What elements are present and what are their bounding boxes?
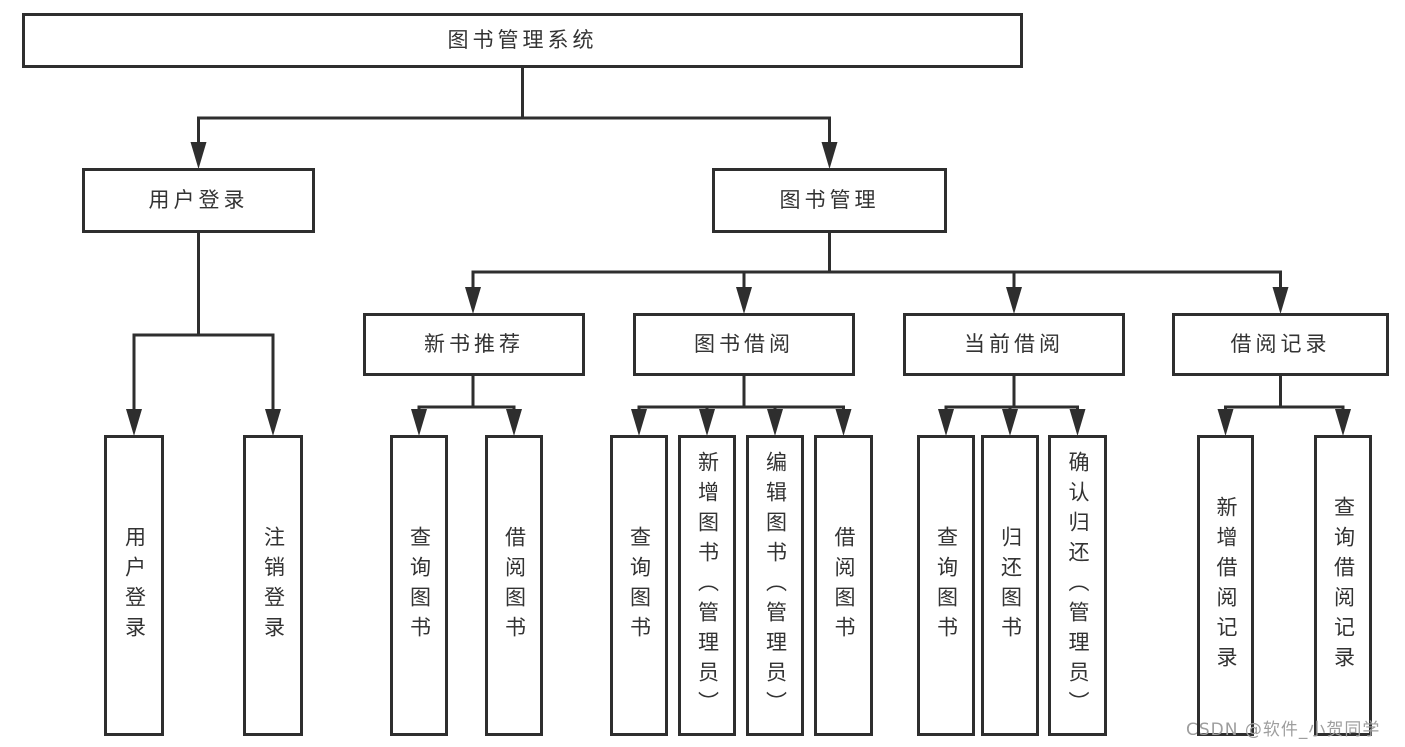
- node-root-label: 图书管理系统: [447, 27, 598, 52]
- connector-book-borrow-children: [637, 376, 845, 411]
- leaf-edit-book-admin: 编辑图书（管理员）: [746, 435, 804, 736]
- leaf-add-borrow-record-label: 新增借阅记录: [1214, 495, 1238, 676]
- csdn-watermark: CSDN @软件_小贺同学: [1186, 720, 1381, 740]
- leaf-logout-label: 注销登录: [261, 525, 286, 646]
- node-borrow-records: 借阅记录: [1172, 313, 1389, 376]
- leaf-borrow-books-label: 借阅图书: [832, 525, 856, 646]
- leaf-confirm-return-admin: 确认归还（管理员）: [1048, 435, 1107, 736]
- leaf-add-book-admin-label: 新增图书（管理员）: [695, 450, 720, 721]
- leaf-add-book-admin: 新增图书（管理员）: [678, 435, 736, 736]
- leaf-query-books-recommend-label: 查询图书: [407, 525, 432, 646]
- leaf-return-book: 归还图书: [981, 435, 1039, 736]
- node-book-borrow-label: 图书借阅: [694, 331, 794, 356]
- leaf-query-books-recommend: 查询图书: [390, 435, 448, 736]
- leaf-user-login-label: 用户登录: [122, 525, 147, 646]
- node-user-login-label: 用户登录: [148, 187, 249, 212]
- connector-book-management-children: [471, 233, 1282, 289]
- leaf-query-books-current: 查询图书: [917, 435, 975, 736]
- leaf-borrow-books-recommend: 借阅图书: [485, 435, 543, 736]
- leaf-return-book-label: 归还图书: [998, 525, 1023, 646]
- connector-root-to-level2: [197, 68, 831, 144]
- leaf-query-books-borrow: 查询图书: [610, 435, 668, 736]
- leaf-edit-book-admin-label: 编辑图书（管理员）: [763, 450, 788, 721]
- node-new-book-recommend: 新书推荐: [363, 313, 585, 376]
- leaf-query-borrow-record-label: 查询借阅记录: [1331, 495, 1356, 676]
- leaf-user-login: 用户登录: [104, 435, 164, 736]
- leaf-borrow-books: 借阅图书: [814, 435, 873, 736]
- node-root: 图书管理系统: [22, 13, 1023, 68]
- arrowheads: [126, 142, 1351, 436]
- leaf-query-books-current-label: 查询图书: [934, 525, 959, 646]
- node-book-management-label: 图书管理: [779, 187, 880, 212]
- node-borrow-records-label: 借阅记录: [1230, 331, 1331, 356]
- connector-new-book-recommend-children: [417, 376, 516, 411]
- connector-borrow-records-children: [1224, 376, 1345, 411]
- node-new-book-recommend-label: 新书推荐: [424, 331, 524, 356]
- node-book-management: 图书管理: [712, 168, 947, 233]
- connector-user-login-children: [132, 233, 275, 411]
- connector-current-borrow-children: [944, 376, 1079, 411]
- leaf-confirm-return-admin-label: 确认归还（管理员）: [1066, 450, 1090, 721]
- leaf-query-books-borrow-label: 查询图书: [627, 525, 652, 646]
- node-book-borrow: 图书借阅: [633, 313, 855, 376]
- node-current-borrow: 当前借阅: [903, 313, 1125, 376]
- node-user-login: 用户登录: [82, 168, 315, 233]
- leaf-query-borrow-record: 查询借阅记录: [1314, 435, 1372, 736]
- leaf-add-borrow-record: 新增借阅记录: [1197, 435, 1254, 736]
- leaf-borrow-books-recommend-label: 借阅图书: [502, 525, 527, 646]
- leaf-logout: 注销登录: [243, 435, 303, 736]
- node-current-borrow-label: 当前借阅: [964, 331, 1064, 356]
